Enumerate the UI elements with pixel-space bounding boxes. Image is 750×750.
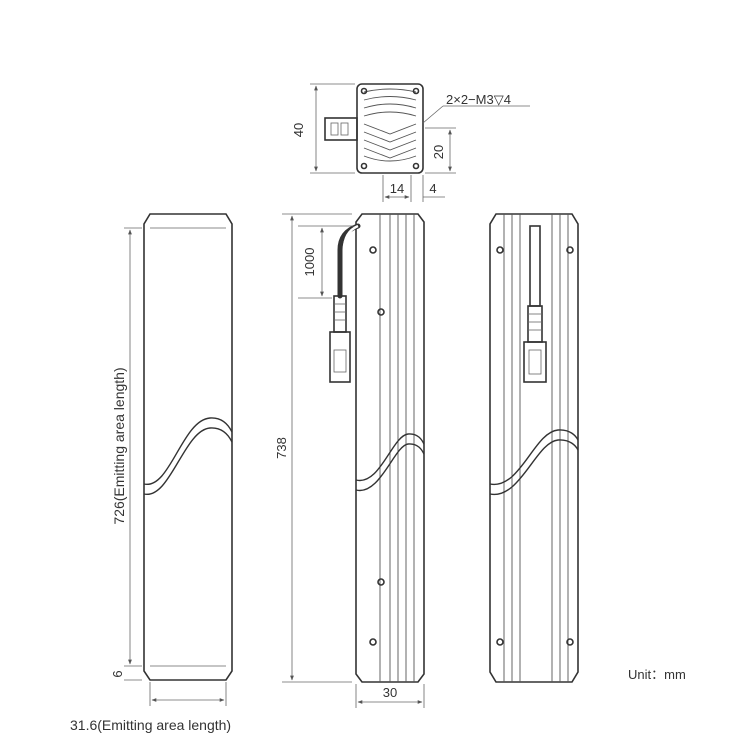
cable-connector <box>333 295 347 333</box>
dim-edge-margin: 6 <box>110 670 125 677</box>
top-view-fins <box>363 88 417 162</box>
dim-cable-length: 1000 <box>302 248 317 277</box>
dim-mount-hole: 2×2−M3▽4 <box>446 92 511 107</box>
screw-hole <box>412 87 420 95</box>
dim-top-height: 40 <box>291 123 306 137</box>
unit-label: Unit：mm <box>628 667 686 682</box>
side-view: 1000 738 30 <box>274 213 425 708</box>
dim-emitting-width: 31.6(Emitting area length) <box>70 717 231 733</box>
screw-hole <box>360 87 368 95</box>
dim-top-20: 20 <box>431 145 446 159</box>
screw-hole <box>412 162 420 170</box>
top-view: 40 2×2−M3▽4 20 14 4 <box>291 83 530 202</box>
dim-top-4: 4 <box>429 181 436 196</box>
screw-hole <box>360 162 368 170</box>
dim-width-30: 30 <box>383 685 397 700</box>
connector-plug <box>324 117 358 141</box>
back-cable <box>529 225 541 307</box>
back-view <box>489 213 579 683</box>
dim-top-14: 14 <box>390 181 404 196</box>
dim-total-length: 738 <box>274 437 289 459</box>
dim-emitting-length: 726(Emitting area length) <box>111 367 127 524</box>
break-line <box>143 417 233 485</box>
front-view: 726(Emitting area length) 6 31.6(Emittin… <box>70 213 233 733</box>
